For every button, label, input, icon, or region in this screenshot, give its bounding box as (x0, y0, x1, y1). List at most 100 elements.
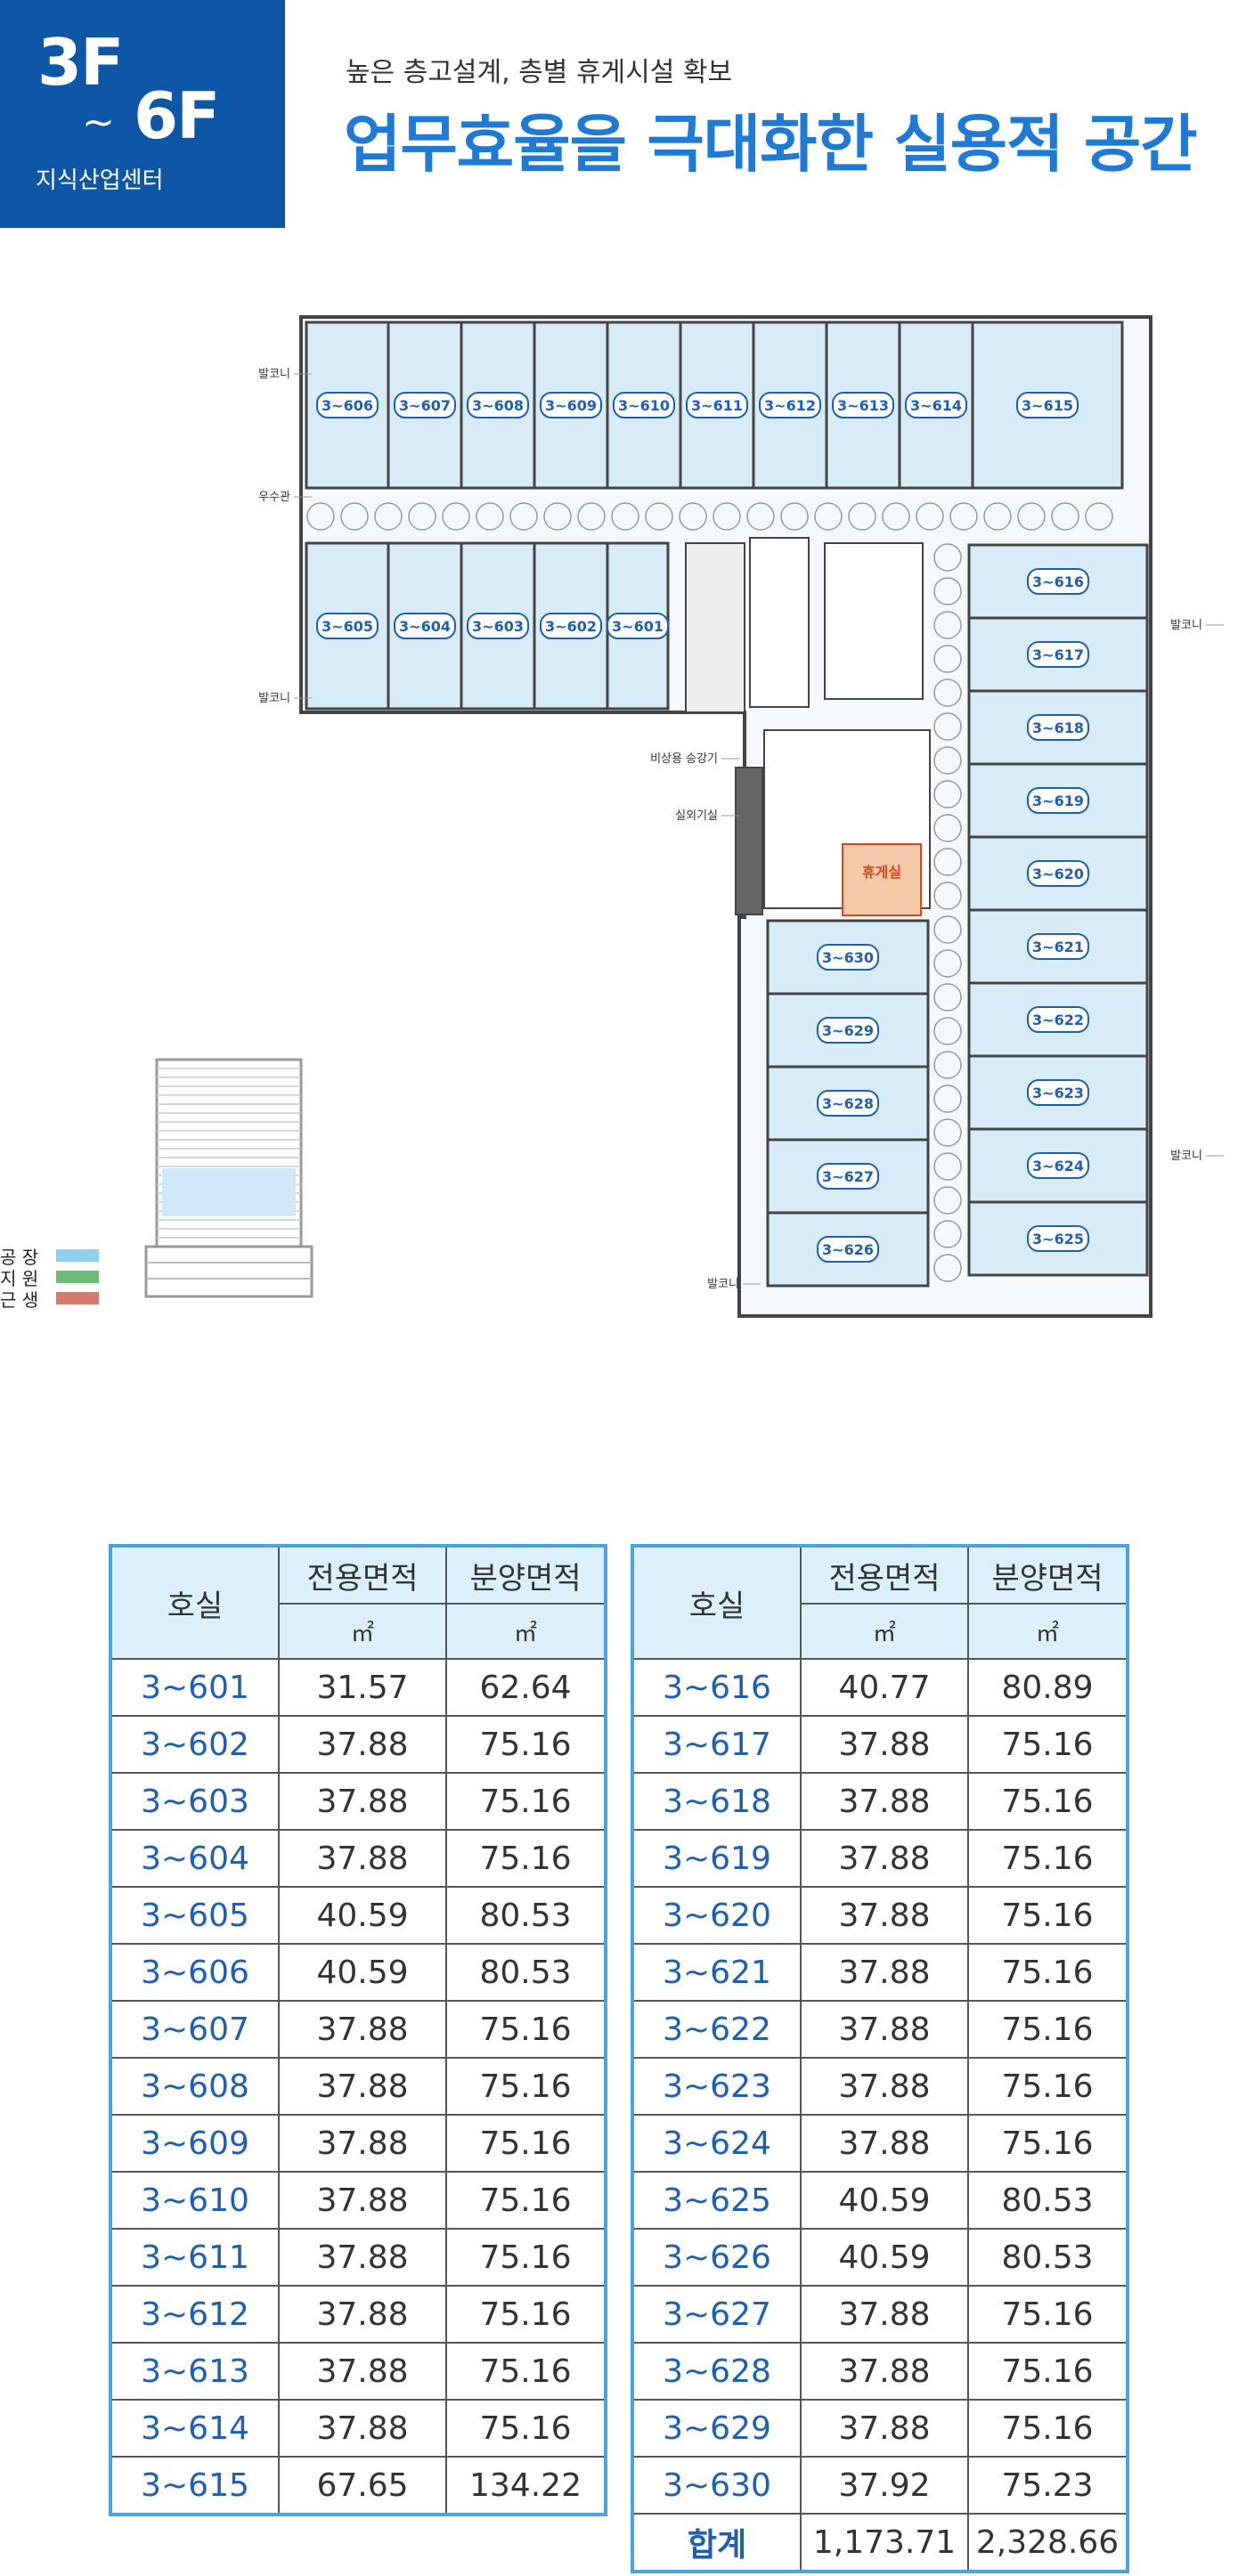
sale-area-cell: 75.16 (445, 2342, 607, 2401)
sale-area-cell: 80.53 (967, 2171, 1128, 2230)
exclusive-area-cell: 37.88 (278, 2171, 447, 2230)
sale-area-cell: 75.16 (967, 2399, 1128, 2458)
floor-from: 3F (37, 25, 124, 100)
unit-label: 3~630 (822, 949, 874, 966)
exclusive-area-cell: 37.88 (278, 2285, 447, 2344)
header-room: 호실 (110, 1545, 280, 1660)
unit-label: ㎡ (445, 1603, 607, 1660)
exclusive-area-cell: 37.88 (800, 2000, 969, 2059)
room-cell: 3~606 (110, 1943, 280, 2002)
legend-item-retail: 근 생 (0, 1288, 100, 1311)
sale-area-cell: 80.89 (967, 1658, 1128, 1717)
sale-area-cell: 75.16 (967, 1943, 1128, 2002)
exclusive-area-cell: 37.88 (278, 2342, 447, 2401)
unit-label: 3~617 (1032, 646, 1084, 663)
legend-label: 지 원 (0, 1267, 39, 1289)
unit-label: 3~602 (545, 618, 597, 635)
callout-balcony: 발코니 (707, 1278, 739, 1291)
sale-area-cell: 75.16 (967, 1715, 1128, 1774)
room-cell: 3~628 (631, 2342, 802, 2401)
sale-area-cell: 75.16 (445, 1829, 607, 1888)
unit-label: 3~619 (1032, 792, 1084, 809)
sale-area-cell: 80.53 (445, 1886, 607, 1945)
room-cell: 3~608 (110, 2057, 280, 2116)
sale-area-cell: 75.16 (445, 2057, 607, 2116)
header-room: 호실 (631, 1545, 802, 1660)
total-label: 합계 (631, 2513, 802, 2572)
exclusive-area-cell: 37.88 (278, 1715, 447, 1774)
legend-swatch (56, 1271, 100, 1283)
unit-label: 3~615 (1022, 397, 1073, 414)
floor-to: 6F (134, 78, 220, 153)
callout-balcony: 발코니 (258, 692, 290, 705)
exclusive-area-cell: 40.59 (278, 1943, 447, 2002)
callout-balcony: 발코니 (258, 368, 290, 381)
unit-label: 3~627 (822, 1168, 874, 1185)
exclusive-area-cell: 37.88 (800, 1886, 969, 1945)
total-row: 합계 1,173.71 2,328.66 (631, 2513, 1128, 2572)
room-cell: 3~620 (631, 1886, 802, 1945)
sale-area-cell: 75.16 (967, 2285, 1128, 2344)
header-sale: 분양면적 (967, 1545, 1128, 1605)
unit-label: 3~620 (1032, 865, 1084, 882)
unit-label: 3~611 (691, 397, 743, 414)
subtitle: 높은 층고설계, 층별 휴게시설 확보 (346, 57, 733, 88)
sale-area-cell: 75.16 (445, 2399, 607, 2458)
room-cell: 3~626 (631, 2228, 802, 2287)
unit-label: 3~616 (1032, 573, 1084, 590)
exclusive-area-cell: 31.57 (278, 1658, 447, 1717)
sale-area-cell: 75.16 (967, 2342, 1128, 2401)
exclusive-area-cell: 37.88 (278, 1772, 447, 1831)
room-cell: 3~629 (631, 2399, 802, 2458)
unit-label: 3~606 (322, 397, 373, 414)
sale-area-cell: 75.16 (445, 2000, 607, 2059)
unit-label: 3~610 (618, 397, 670, 414)
exclusive-area-cell: 67.65 (278, 2456, 447, 2515)
exclusive-area-cell: 37.88 (800, 1715, 969, 1774)
floor-tilde: ~ (82, 100, 115, 145)
room-cell: 3~621 (631, 1943, 802, 2002)
room-cell: 3~618 (631, 1772, 802, 1831)
exclusive-area-cell: 37.92 (800, 2456, 969, 2515)
callout-outdoor-unit: 실외기실 (675, 809, 718, 823)
unit-label: ㎡ (800, 1603, 969, 1660)
exclusive-area-cell: 37.88 (800, 2057, 969, 2116)
sale-area-cell: 75.16 (967, 1772, 1128, 1831)
legend: 공 장 지 원 근 생 (0, 1245, 100, 1311)
sale-area-cell: 75.16 (967, 2057, 1128, 2116)
sale-area-cell: 75.16 (445, 1715, 607, 1774)
building-section-diagram (144, 1058, 314, 1298)
room-cell: 3~614 (110, 2399, 280, 2458)
exclusive-area-cell: 37.88 (278, 2114, 447, 2173)
callout-balcony: 발코니 (1170, 1150, 1202, 1163)
room-cell: 3~625 (631, 2171, 802, 2230)
sale-area-cell: 75.16 (445, 2285, 607, 2344)
sale-area-cell: 75.23 (967, 2456, 1128, 2515)
room-cell: 3~604 (110, 1829, 280, 1888)
unit-label: 3~604 (399, 618, 451, 635)
exclusive-area-cell: 40.59 (278, 1886, 447, 1945)
unit-label: ㎡ (278, 1603, 447, 1660)
legend-swatch (56, 1249, 100, 1262)
callout-drain: 우수관 (258, 491, 290, 504)
room-cell: 3~630 (631, 2456, 802, 2515)
legend-item-factory: 공 장 (0, 1245, 100, 1268)
sale-area-cell: 75.16 (967, 2114, 1128, 2173)
unit-label: 3~622 (1032, 1012, 1084, 1028)
